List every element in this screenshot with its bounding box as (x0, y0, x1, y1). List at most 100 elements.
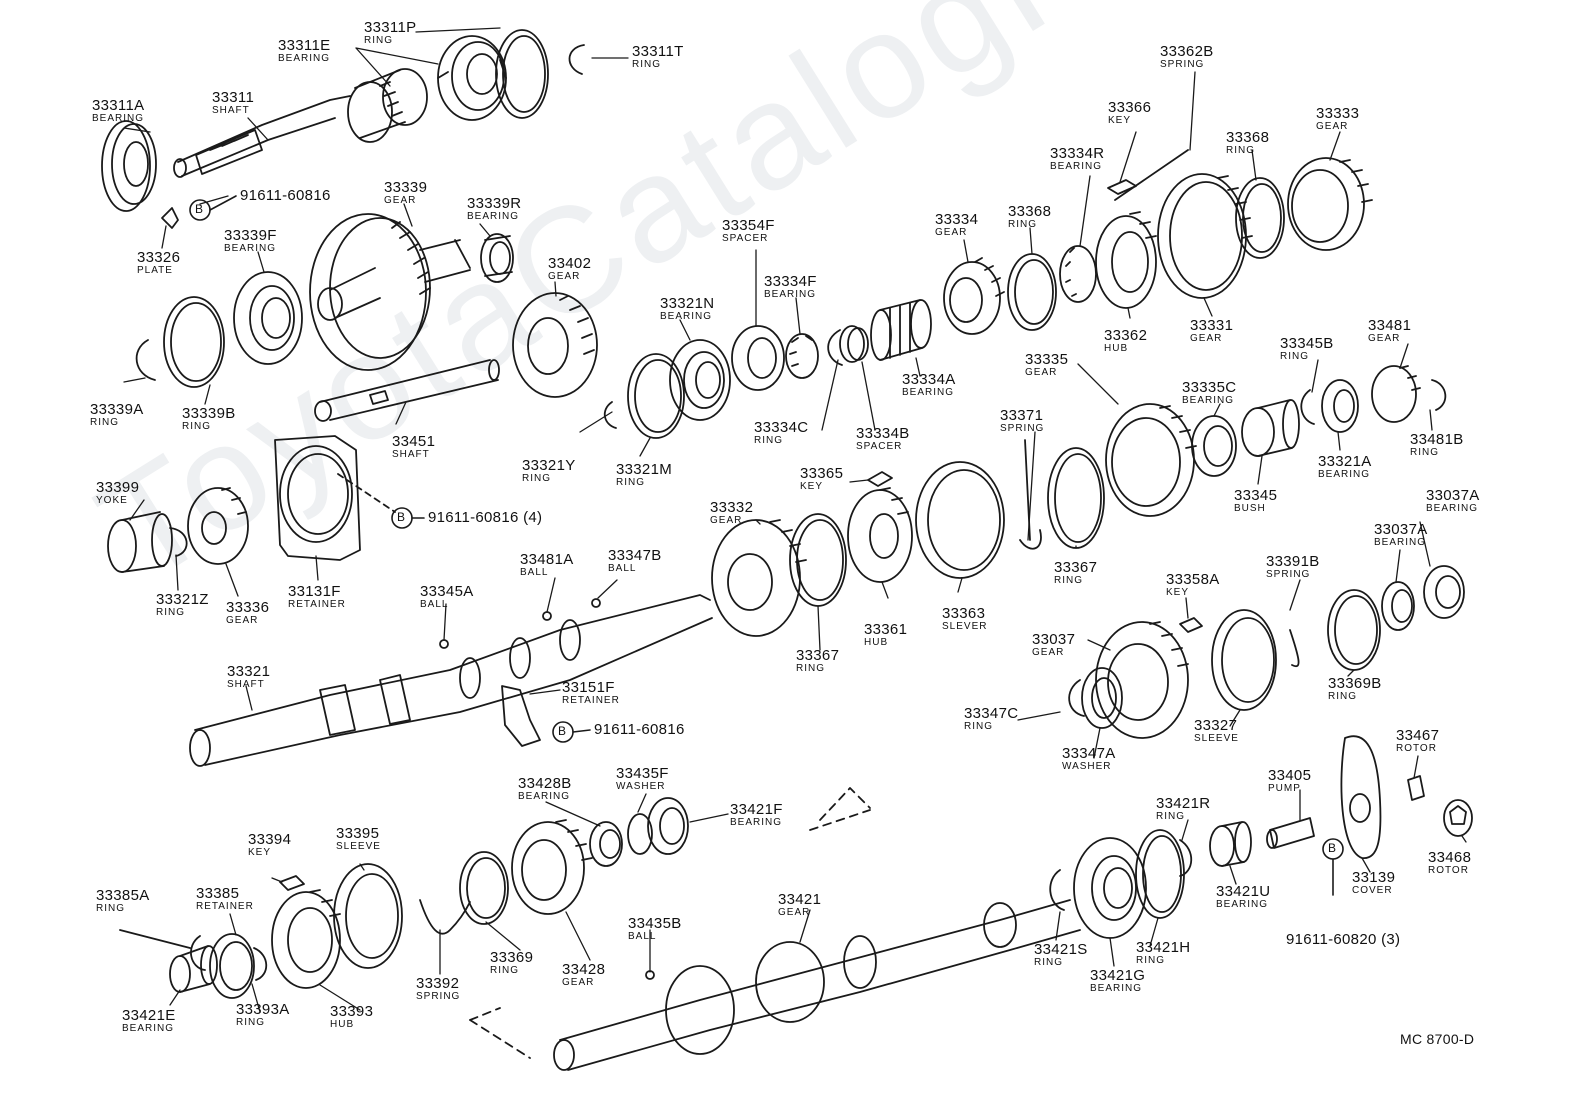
bearing-33321A (1321, 379, 1359, 433)
bearing-33428B (589, 821, 623, 867)
rotor-33468 (1443, 799, 1473, 837)
ring-33481B (1431, 379, 1447, 411)
ring-33321Z (169, 527, 188, 557)
gear-33333 (1287, 157, 1373, 251)
ring-33385A (119, 929, 206, 971)
retainer-33131F (274, 435, 361, 561)
plate-33326 (161, 207, 179, 229)
bolt-marker-letter-b2: B (397, 510, 406, 524)
bearing-33335C (1191, 415, 1237, 477)
retainer-33385 (209, 933, 255, 999)
ring-33339A (135, 339, 156, 381)
shaft-33321 (189, 594, 713, 767)
gear-33481 (1371, 365, 1421, 423)
shaft-33421 (553, 899, 1081, 1071)
gear-33037 (1095, 621, 1189, 739)
ball-33345A (439, 639, 449, 649)
gear-33334 (943, 257, 1005, 335)
key-33358A (1179, 617, 1203, 633)
bearing-33334F (785, 333, 819, 379)
bush-33345 (1241, 399, 1300, 457)
ring-33339B (163, 296, 225, 388)
spacer-33354F (731, 325, 785, 391)
hub-33393 (271, 889, 341, 989)
cover-33139 (1340, 735, 1382, 859)
yoke-33399 (107, 511, 173, 573)
hub-33361 (847, 487, 913, 583)
ring-33393A (253, 947, 268, 981)
dashed-guide-upper (809, 787, 871, 831)
hub-33362 (1095, 211, 1157, 309)
bearing-33334A (870, 299, 932, 361)
bolt-ref-b3: 91611-60816 (594, 721, 685, 738)
bolt-ref-b1: 91611-60816 (240, 187, 331, 204)
ring-33367b (1047, 447, 1105, 549)
spring-33391B (1289, 629, 1300, 668)
key-33394 (279, 875, 305, 891)
retainer-33151F (501, 685, 541, 747)
dashed-guide-lower (469, 1007, 531, 1059)
bolt-marker-letter-b3: B (558, 724, 567, 738)
ball-33347B (591, 598, 601, 608)
sleeve-33395 (333, 863, 403, 969)
bearing-33421G (1073, 837, 1147, 939)
ring-33347C (1068, 679, 1085, 717)
bolt-markers (189, 195, 1344, 896)
bearing-33421U (1209, 821, 1252, 867)
bearing-33321N (669, 339, 731, 421)
washer-33435F (627, 813, 653, 855)
sleeve-33327 (1211, 609, 1277, 711)
spacer-33334B (839, 325, 869, 363)
bearing-33421E (169, 945, 218, 993)
ring-33421R (1179, 839, 1193, 877)
